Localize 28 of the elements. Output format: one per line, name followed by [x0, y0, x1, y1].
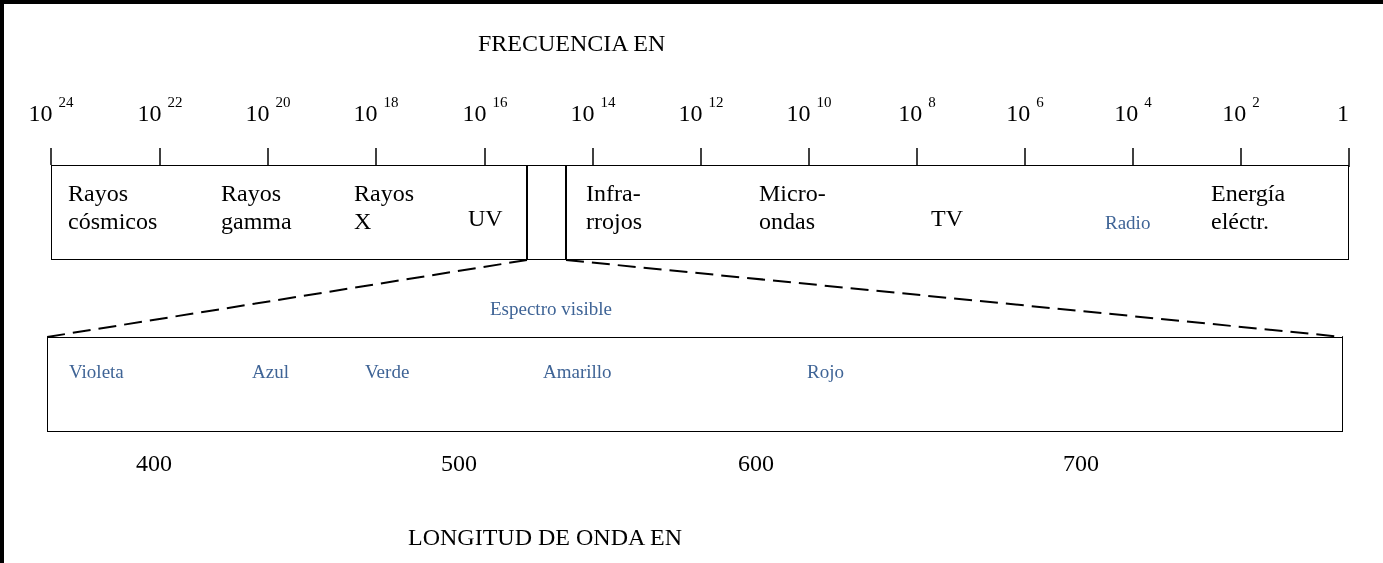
band-label: Micro- ondas	[759, 179, 827, 235]
color-name: Amarillo	[543, 360, 613, 384]
visible-spectrum-band	[47, 337, 1343, 432]
band-label: TV	[931, 204, 964, 232]
color-name: Rojo	[807, 360, 845, 384]
tick-label: 1	[1337, 100, 1349, 127]
dashed-line	[46, 259, 528, 338]
color-name: Verde	[365, 360, 411, 384]
band-label: Energía eléctr.	[1211, 179, 1287, 235]
caption-label: Espectro visible	[490, 298, 612, 320]
color-name: Violeta	[69, 360, 125, 384]
visible-band-box	[527, 165, 566, 260]
color-name: Azul	[252, 360, 290, 384]
axis-title: LONGITUD DE ONDA EN	[408, 524, 682, 551]
band-label: Rayos gamma	[221, 179, 293, 235]
dashed-line	[565, 259, 1344, 338]
band-label: UV	[468, 204, 504, 232]
wavelength-label: 400	[136, 450, 172, 477]
wavelength-label: 700	[1063, 450, 1099, 477]
spectrum-band	[51, 165, 527, 260]
wavelength-label: 500	[441, 450, 477, 477]
band-label: Radio	[1105, 211, 1152, 235]
axis-title: FRECUENCIA EN	[478, 30, 666, 57]
band-label: Infra- rrojos	[586, 179, 643, 235]
wavelength-label: 600	[738, 450, 774, 477]
band-label: Rayos cósmicos	[68, 179, 159, 235]
band-label: Rayos X	[354, 179, 415, 235]
spectrum-band	[566, 165, 1349, 260]
